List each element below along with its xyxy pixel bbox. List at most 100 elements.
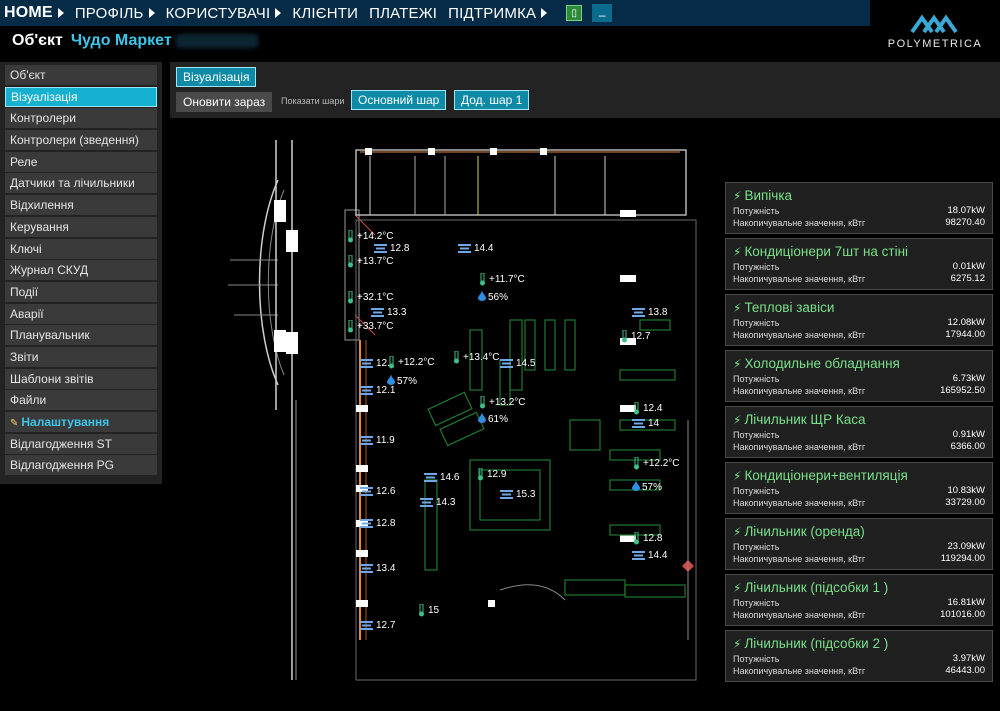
sidebar-item-object[interactable]: Об'єкт bbox=[5, 65, 157, 85]
ac-unit[interactable]: 15.3 bbox=[500, 489, 535, 500]
ac-unit[interactable]: 14.4 bbox=[458, 243, 493, 254]
temperature-sensor[interactable]: +14.2°C bbox=[346, 229, 394, 243]
nav-profile[interactable]: ПРОФІЛЬ bbox=[75, 5, 155, 22]
sidebar-item-report-templates[interactable]: Шаблони звітів bbox=[5, 368, 157, 389]
sidebar-item-controllers-summary[interactable]: Контролери (зведення) bbox=[5, 130, 157, 151]
show-layers-label: Показати шари bbox=[281, 96, 345, 106]
sidebar-item-scheduler[interactable]: Планувальник bbox=[5, 325, 157, 346]
humidity-sensor[interactable]: 56% bbox=[478, 290, 508, 304]
ac-unit[interactable]: 13.4 bbox=[360, 563, 395, 574]
ac-unit[interactable]: 12.9 bbox=[476, 467, 506, 481]
sidebar-item-controllers[interactable]: Контролери bbox=[5, 108, 157, 129]
meter-title: Лічильник (оренда) bbox=[744, 524, 865, 539]
object-name: Чудо Маркет bbox=[70, 32, 172, 49]
nav-clients[interactable]: КЛІЄНТИ bbox=[292, 4, 359, 22]
temperature-sensor[interactable]: +33.7°C bbox=[346, 319, 394, 333]
ac-unit[interactable]: 12.6 bbox=[360, 486, 395, 497]
sidebar-item-alarms[interactable]: Аварії bbox=[5, 303, 157, 324]
object-label: Об'єкт bbox=[12, 32, 63, 49]
layer-main-button[interactable]: Основний шар bbox=[351, 90, 447, 110]
accum-value: 6366.00 bbox=[950, 441, 985, 452]
ac-unit-icon bbox=[360, 621, 373, 630]
humidity-sensor[interactable]: 57% bbox=[632, 480, 662, 494]
ac-unit[interactable]: 13.8 bbox=[632, 307, 667, 318]
sidebar-item-files[interactable]: Файли bbox=[5, 390, 157, 411]
sidebar-item-reports[interactable]: Звіти bbox=[5, 346, 157, 367]
temperature-sensor[interactable]: +12.2°C bbox=[632, 456, 680, 470]
temperature-sensor[interactable]: +13.4°C bbox=[452, 350, 500, 364]
ac-unit[interactable]: 14.5 bbox=[500, 358, 535, 369]
minimize-icon[interactable]: – bbox=[592, 4, 613, 22]
logo-text: POLYMETRICA bbox=[887, 38, 983, 50]
ac-unit-icon bbox=[371, 308, 384, 317]
nav-home[interactable]: HOME bbox=[4, 4, 64, 22]
accum-label: Накопичувальне значення, кВтг bbox=[733, 554, 866, 564]
sidebar-item-deviations[interactable]: Відхилення bbox=[5, 195, 157, 216]
temperature-sensor[interactable]: +12.2°C bbox=[387, 355, 435, 369]
ac-unit[interactable]: 12.1 bbox=[360, 385, 395, 396]
sidebar-item-debug-st[interactable]: Відлагодження ST bbox=[5, 433, 157, 454]
humidity-sensor[interactable]: 61% bbox=[478, 412, 508, 426]
sidebar-item-sensors[interactable]: Датчики та лічильники bbox=[5, 173, 157, 194]
ac-unit[interactable]: 14.3 bbox=[420, 497, 455, 508]
ac-unit[interactable]: 14.6 bbox=[424, 472, 459, 483]
sidebar-item-access-log[interactable]: Журнал СКУД bbox=[5, 260, 157, 281]
ac-unit[interactable]: 11.9 bbox=[360, 435, 395, 446]
ac-unit-icon bbox=[424, 473, 437, 482]
page-title: Об'єкт Чудо Маркет bbox=[12, 32, 258, 50]
ac-unit[interactable]: 12.8 bbox=[374, 243, 409, 254]
power-value: 6.73kW bbox=[952, 373, 985, 384]
ac-unit-icon bbox=[632, 551, 645, 560]
ac-unit[interactable]: 14.4 bbox=[632, 550, 667, 561]
sidebar-item-settings[interactable]: ✎Налаштування bbox=[5, 412, 157, 432]
lightning-icon: ⚡ bbox=[733, 188, 742, 203]
sidebar-item-debug-pg[interactable]: Відлагодження PG bbox=[5, 455, 157, 476]
temperature-sensor[interactable]: +13.2°C bbox=[478, 395, 526, 409]
sidebar-item-visualization[interactable]: Візуалізація bbox=[5, 86, 157, 107]
power-value: 3.97kW bbox=[952, 653, 985, 664]
refresh-now-button[interactable]: Оновити зараз bbox=[176, 92, 273, 112]
temperature-sensor[interactable]: +11.7°C bbox=[478, 272, 525, 286]
ac-unit[interactable]: 12.4 bbox=[632, 401, 662, 415]
water-drop-icon bbox=[632, 480, 640, 494]
ac-unit[interactable]: 12. bbox=[360, 358, 390, 369]
nav-support[interactable]: ПІДТРИМКА bbox=[448, 5, 548, 22]
exit-door-icon[interactable]: ▯ bbox=[566, 5, 583, 21]
ac-unit[interactable]: 15 bbox=[417, 603, 439, 617]
temperature-sensor[interactable]: +32.1°C bbox=[346, 290, 394, 304]
ac-unit[interactable]: 12.7 bbox=[620, 329, 650, 343]
thermometer-icon bbox=[478, 395, 487, 409]
sidebar-item-relays[interactable]: Реле bbox=[5, 151, 157, 172]
ac-unit[interactable]: 12.8 bbox=[632, 531, 662, 545]
nav-payments[interactable]: ПЛАТЕЖІ bbox=[369, 4, 438, 22]
nav-arrow-icon bbox=[541, 8, 548, 18]
layer-extra-button[interactable]: Дод. шар 1 bbox=[454, 90, 530, 110]
humidity-sensor[interactable]: 57% bbox=[387, 374, 417, 388]
temperature-sensor[interactable]: +13.7°C bbox=[346, 254, 394, 268]
thermometer-icon bbox=[346, 229, 355, 243]
power-label: Потужність bbox=[733, 262, 780, 272]
ac-unit[interactable]: 14 bbox=[632, 418, 659, 429]
sidebar-item-keys[interactable]: Ключі bbox=[5, 238, 157, 259]
accum-label: Накопичувальне значення, кВтг bbox=[733, 274, 866, 284]
tab-visualization[interactable]: Візуалізація bbox=[176, 67, 257, 87]
ac-unit[interactable]: 12.7 bbox=[360, 620, 395, 631]
nav-users[interactable]: КОРИСТУВАЧІ bbox=[166, 5, 282, 22]
sidebar-item-events[interactable]: Події bbox=[5, 281, 157, 302]
ac-unit[interactable]: 12.8 bbox=[360, 518, 395, 529]
ac-unit[interactable]: 13.3 bbox=[371, 307, 406, 318]
nav-arrow-icon bbox=[148, 8, 155, 18]
ac-unit-icon bbox=[374, 244, 387, 253]
thermometer-icon bbox=[387, 355, 396, 369]
sidebar-item-control[interactable]: Керування bbox=[5, 216, 157, 237]
lightning-icon: ⚡ bbox=[733, 580, 742, 595]
